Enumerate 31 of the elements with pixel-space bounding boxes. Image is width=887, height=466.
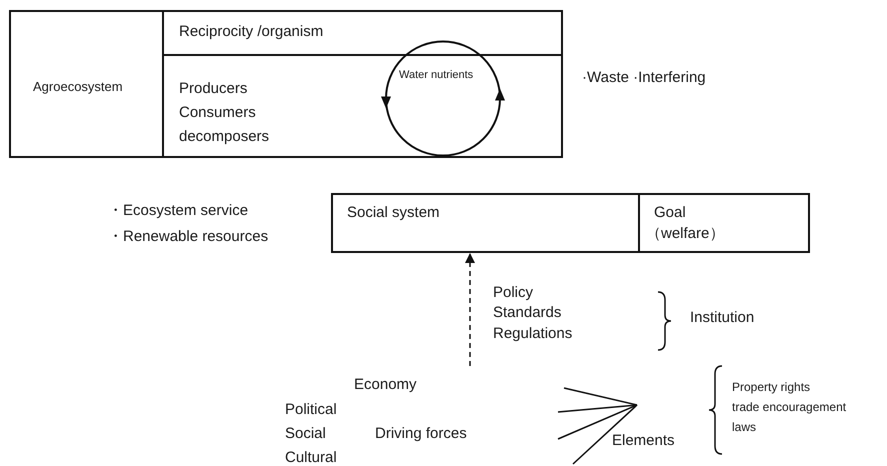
list-text: Regulations [493, 325, 572, 343]
node-label: Social system [347, 204, 440, 222]
list-text: laws [732, 419, 756, 436]
system-box [331, 193, 640, 253]
group-label: Institution [690, 309, 754, 327]
factor-text: Social [285, 425, 326, 443]
table-cell [162, 54, 563, 158]
note-text: ·Waste ·Interfering [582, 69, 706, 87]
bullet-text: ・Ecosystem service [108, 202, 248, 220]
node-label: Reciprocity /organism [179, 23, 324, 41]
factor-text: Political [285, 401, 337, 419]
list-text: Policy [493, 284, 534, 302]
table-cell [162, 10, 563, 56]
node-label: decomposers [179, 128, 270, 146]
factor-text: Cultural [285, 449, 337, 466]
group-label: Driving forces [375, 425, 467, 443]
arrow [465, 253, 475, 366]
list-text: trade encouragement [732, 399, 846, 416]
list-text: Property rights [732, 379, 810, 396]
bullet-text: ・Renewable resources [108, 228, 268, 246]
factor-text: Economy [354, 376, 417, 394]
node-label: Producers [179, 80, 248, 98]
circle-label: Water nutrients [399, 68, 474, 83]
group-label: Elements [612, 432, 675, 450]
table-cell [9, 10, 164, 158]
node-label: Consumers [179, 104, 256, 122]
goal-box [638, 193, 810, 253]
node-label: （welfare） [646, 225, 724, 243]
list-text: Standards [493, 304, 562, 322]
node-label: Agroecosystem [33, 78, 123, 96]
node-label: Goal [654, 204, 686, 222]
